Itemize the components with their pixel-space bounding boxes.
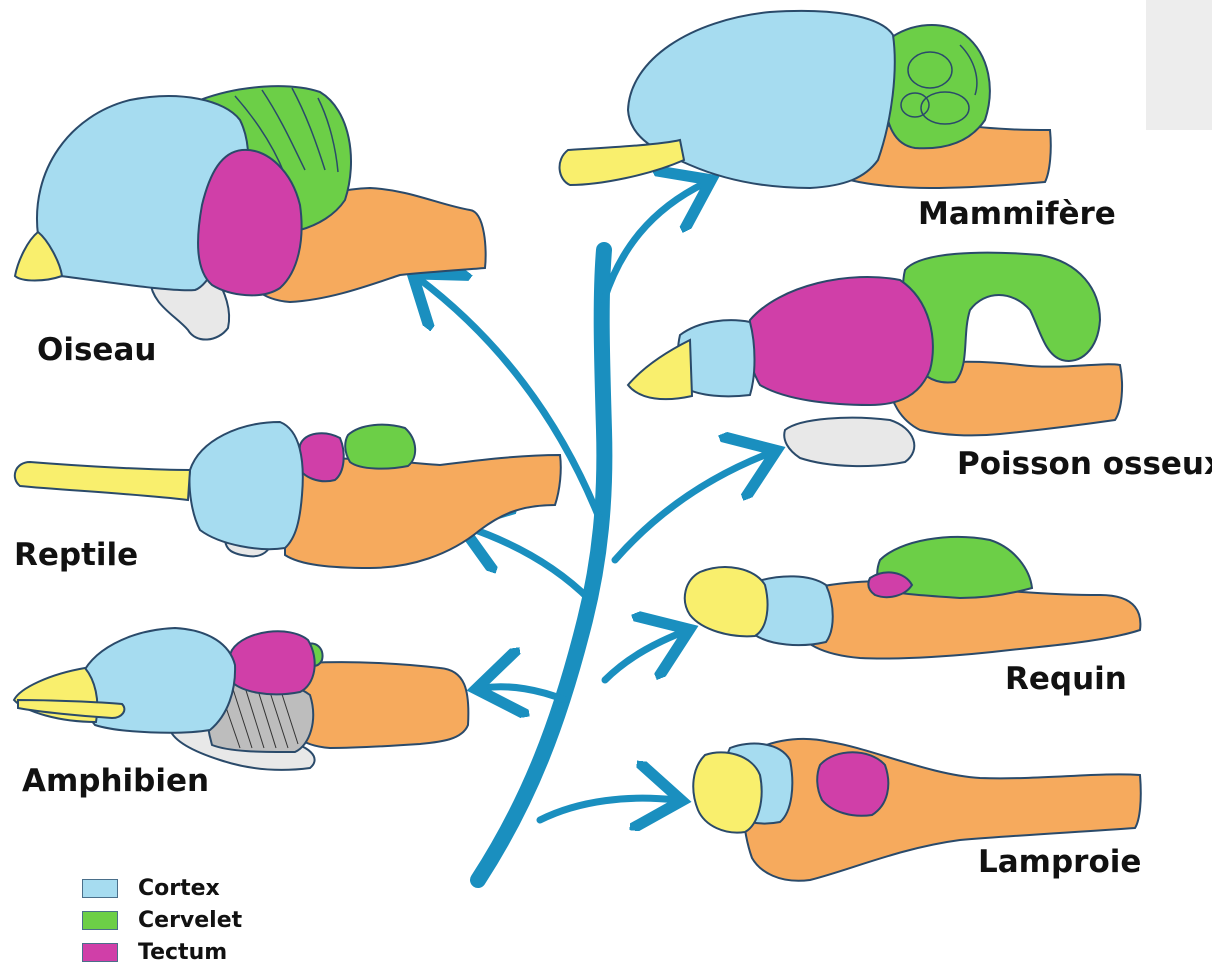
brain-poisson (628, 253, 1122, 466)
branch-requin (605, 632, 683, 680)
mammifere-olfactory (560, 140, 684, 185)
label-mammifere: Mammifère (918, 196, 1116, 232)
poisson-olfactory (628, 340, 692, 399)
legend-swatch-tectum (82, 943, 118, 962)
amphibien-olfactory-tract (18, 700, 124, 718)
label-lamproie: Lamproie (978, 844, 1141, 880)
legend-label: Cortex (138, 876, 220, 901)
corner-thumbnail (1146, 0, 1212, 130)
legend-swatch-cervelet (82, 911, 118, 930)
reptile-cortex (189, 422, 302, 549)
branch-poisson (615, 453, 770, 560)
legend-item-cortex: Cortex (82, 872, 242, 904)
branch-reptile (467, 527, 590, 600)
branch-lamproie (540, 798, 675, 820)
brain-requin (685, 537, 1141, 659)
label-amphibien: Amphibien (22, 763, 209, 799)
legend-item-tectum: Tectum (82, 936, 242, 968)
legend-label: Tectum (138, 940, 227, 965)
label-reptile: Reptile (14, 537, 138, 573)
reptile-tectum (298, 433, 344, 481)
brain-mammifere (560, 11, 1051, 188)
poisson-tectum (748, 277, 933, 405)
lamproie-olfactory (693, 752, 761, 832)
poisson-ventral (784, 418, 914, 466)
requin-olfactory (685, 567, 768, 636)
amphibien-tectum (228, 631, 315, 694)
legend-label: Cervelet (138, 908, 242, 933)
label-poisson: Poisson osseux (957, 446, 1212, 482)
label-requin: Requin (1005, 661, 1127, 697)
legend-swatch-cortex (82, 879, 118, 898)
legend: Cortex Cervelet Tectum (82, 872, 242, 968)
brain-amphibien (14, 628, 468, 770)
label-oiseau: Oiseau (37, 332, 156, 368)
branch-mammifere (604, 183, 705, 300)
reptile-olfactory (15, 462, 190, 500)
branch-amphibien (483, 687, 565, 700)
legend-item-cervelet: Cervelet (82, 904, 242, 936)
reptile-cervelet (345, 425, 415, 469)
brain-oiseau (15, 86, 486, 339)
lamproie-tectum (817, 752, 888, 816)
